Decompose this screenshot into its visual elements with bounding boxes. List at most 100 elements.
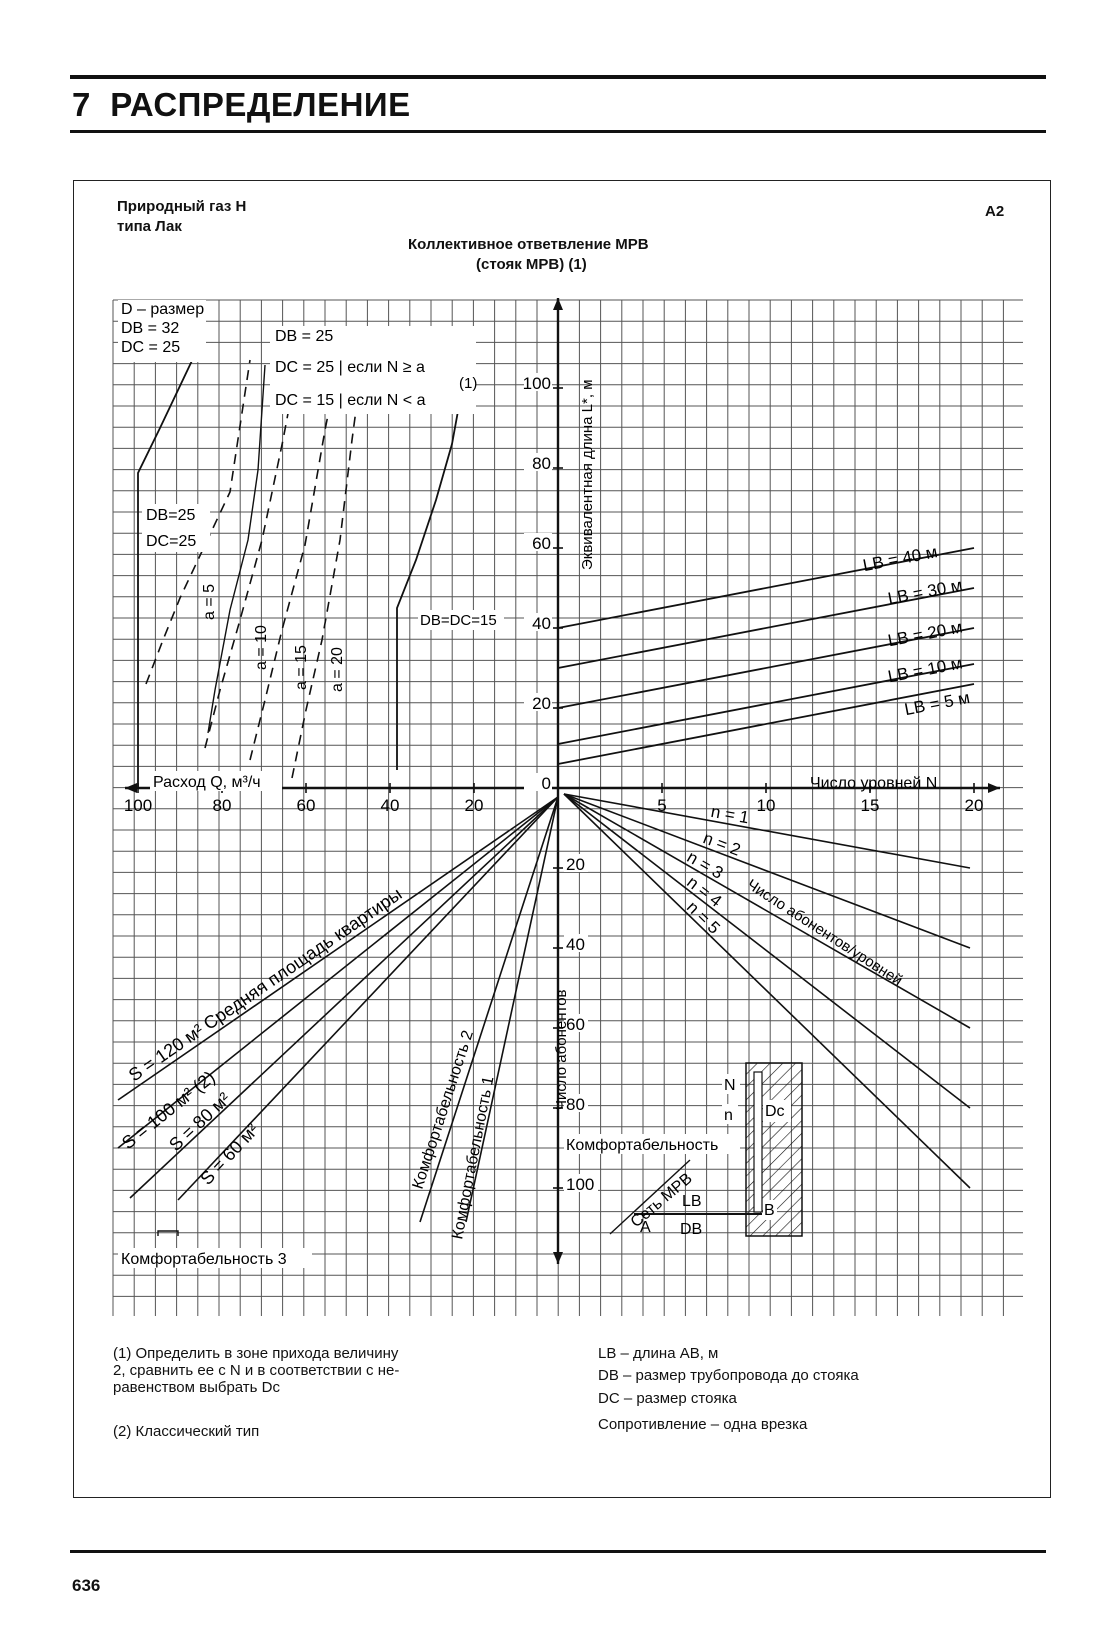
y-axis-bottom-arrow [553, 1252, 563, 1264]
n-tick-label: 10 [757, 796, 776, 815]
inset-dc-box [763, 1100, 791, 1122]
comfort3-label: Комфортабельность 3 [121, 1251, 287, 1268]
q-tick-label: 60 [297, 796, 316, 815]
legend-box [118, 300, 206, 362]
inset-DB: DB [680, 1221, 702, 1238]
label-dbdc15: DB=DC=15 [420, 612, 497, 629]
comfort2-line [419, 796, 559, 1223]
note-r1: LB – длина AB, м [598, 1345, 719, 1362]
note-r3: DC – размер стояка [598, 1390, 737, 1407]
grid [112, 299, 1023, 1316]
inset-LB: LB [682, 1193, 702, 1210]
l-tick-label: 0 [542, 774, 551, 793]
sub-tick-label: 60 [566, 1015, 585, 1034]
note-1-line2: 2, сравнить ее с N и в соответствии с не… [113, 1362, 400, 1379]
gas-type-line2: типа Лак [117, 218, 182, 235]
note-r4: Сопротивление – одна врезка [598, 1416, 808, 1433]
note-r2: DB – размер трубопровода до стояка [598, 1367, 859, 1384]
a-label: a = 20 [329, 647, 346, 692]
dc-label-box [270, 326, 476, 414]
lb-label: LB = 40 м [861, 542, 939, 575]
lb-line [557, 587, 975, 669]
inset-n-box [722, 1104, 738, 1124]
label-ref1: (1) [459, 375, 477, 392]
l-tick-bg [524, 453, 552, 471]
ur-x-axis-label: Число уровней N [810, 775, 937, 792]
sub-tick-bg [564, 1174, 598, 1192]
a10-dashed-curve [204, 359, 299, 749]
chapter-title: 7 РАСПРЕДЕЛЕНИЕ [72, 86, 411, 124]
s100-line [117, 796, 559, 1149]
n-tick-label: 15 [861, 796, 880, 815]
n-line [563, 793, 971, 1189]
label-left-dc: DC=25 [146, 533, 196, 550]
title-underline [70, 130, 1046, 133]
inset-N: N [724, 1077, 736, 1094]
lb-line [557, 683, 975, 765]
flow-axis-label: Расход Q, м³/ч [153, 774, 261, 791]
sub-tick-bg [564, 854, 588, 872]
inset-comfort: Комфортабельность [566, 1137, 718, 1154]
page-number: 636 [72, 1576, 101, 1595]
lb-label: LB = 20 м [886, 617, 964, 650]
n-line [563, 793, 971, 1029]
ur-y-axis-label: Эквивалентная длина L*, м [579, 379, 596, 570]
a20-dashed-curve [291, 379, 361, 779]
inset-riser [753, 1071, 763, 1213]
a-label: a = 10 [253, 625, 270, 670]
right-bound-curve [207, 364, 266, 734]
s80-line [129, 796, 559, 1199]
l-tick-bg [524, 533, 552, 551]
lb-label: LB = 30 м [886, 575, 964, 608]
label-left-db: DB=25 [146, 507, 195, 524]
inset-dc: Dc [765, 1103, 785, 1120]
n-tick-label: 20 [965, 796, 984, 815]
sub-tick-label: 20 [566, 855, 585, 874]
legend-dc: DC = 25 [121, 339, 180, 356]
inset-schematic: N n Dc B Комфортабельность Сеть МРВ LB A… [564, 1062, 803, 1238]
l-tick-label: 80 [532, 454, 551, 473]
l-tick-bg [524, 373, 552, 391]
figure-frame [73, 180, 1051, 1498]
legend-db: DB = 32 [121, 320, 179, 337]
chapter-number: 7 [72, 86, 91, 123]
lr-y-axis-label: Число абонентов [553, 989, 570, 1110]
chapter-name: РАСПРЕДЕЛЕНИЕ [110, 86, 411, 123]
top-rule [70, 75, 1046, 79]
db32-curve [137, 347, 199, 788]
comfort3-label-box [118, 1248, 312, 1268]
lb-line [557, 547, 975, 629]
a-label: a = 15 [293, 645, 310, 690]
upper-left-quadrant: D – размер DB = 32 DC = 25 DB = 25 DC = … [118, 300, 504, 791]
s60-line [177, 796, 559, 1201]
sub-tick-bg [564, 1014, 588, 1032]
sub-tick-bg [564, 934, 588, 952]
label-dc-if-lt: DC = 15 | если N < a [275, 392, 426, 409]
inset-network-line [609, 1159, 691, 1235]
lb-line [557, 663, 975, 745]
flow-label-box [150, 771, 282, 791]
lb-labels: LB = 5 мLB = 10 мLB = 20 мLB = 30 мLB = … [861, 542, 971, 719]
a15-dashed-curve [249, 379, 336, 761]
q-tick-label: 40 [381, 796, 400, 815]
n-line [563, 793, 971, 869]
footer-rule [70, 1550, 1046, 1553]
l-tick-label: 40 [532, 614, 551, 633]
sub-tick-label: 100 [566, 1175, 594, 1194]
q-tick-label: 80 [213, 796, 232, 815]
inset-A: A [640, 1219, 651, 1236]
l-tick-bg [524, 613, 552, 631]
inset-N-box [722, 1074, 740, 1094]
l-tick-label: 60 [532, 534, 551, 553]
figure-title-line1: Коллективное ответвление МРВ [408, 236, 649, 253]
s120-label: S = 120 м² Средняя площадь квартиры [125, 884, 406, 1086]
inset-B: B [764, 1202, 775, 1219]
l-tick-label: 20 [532, 694, 551, 713]
dbdc15-curve [396, 399, 461, 770]
lb-line [557, 627, 975, 709]
q-tick-label: 20 [465, 796, 484, 815]
